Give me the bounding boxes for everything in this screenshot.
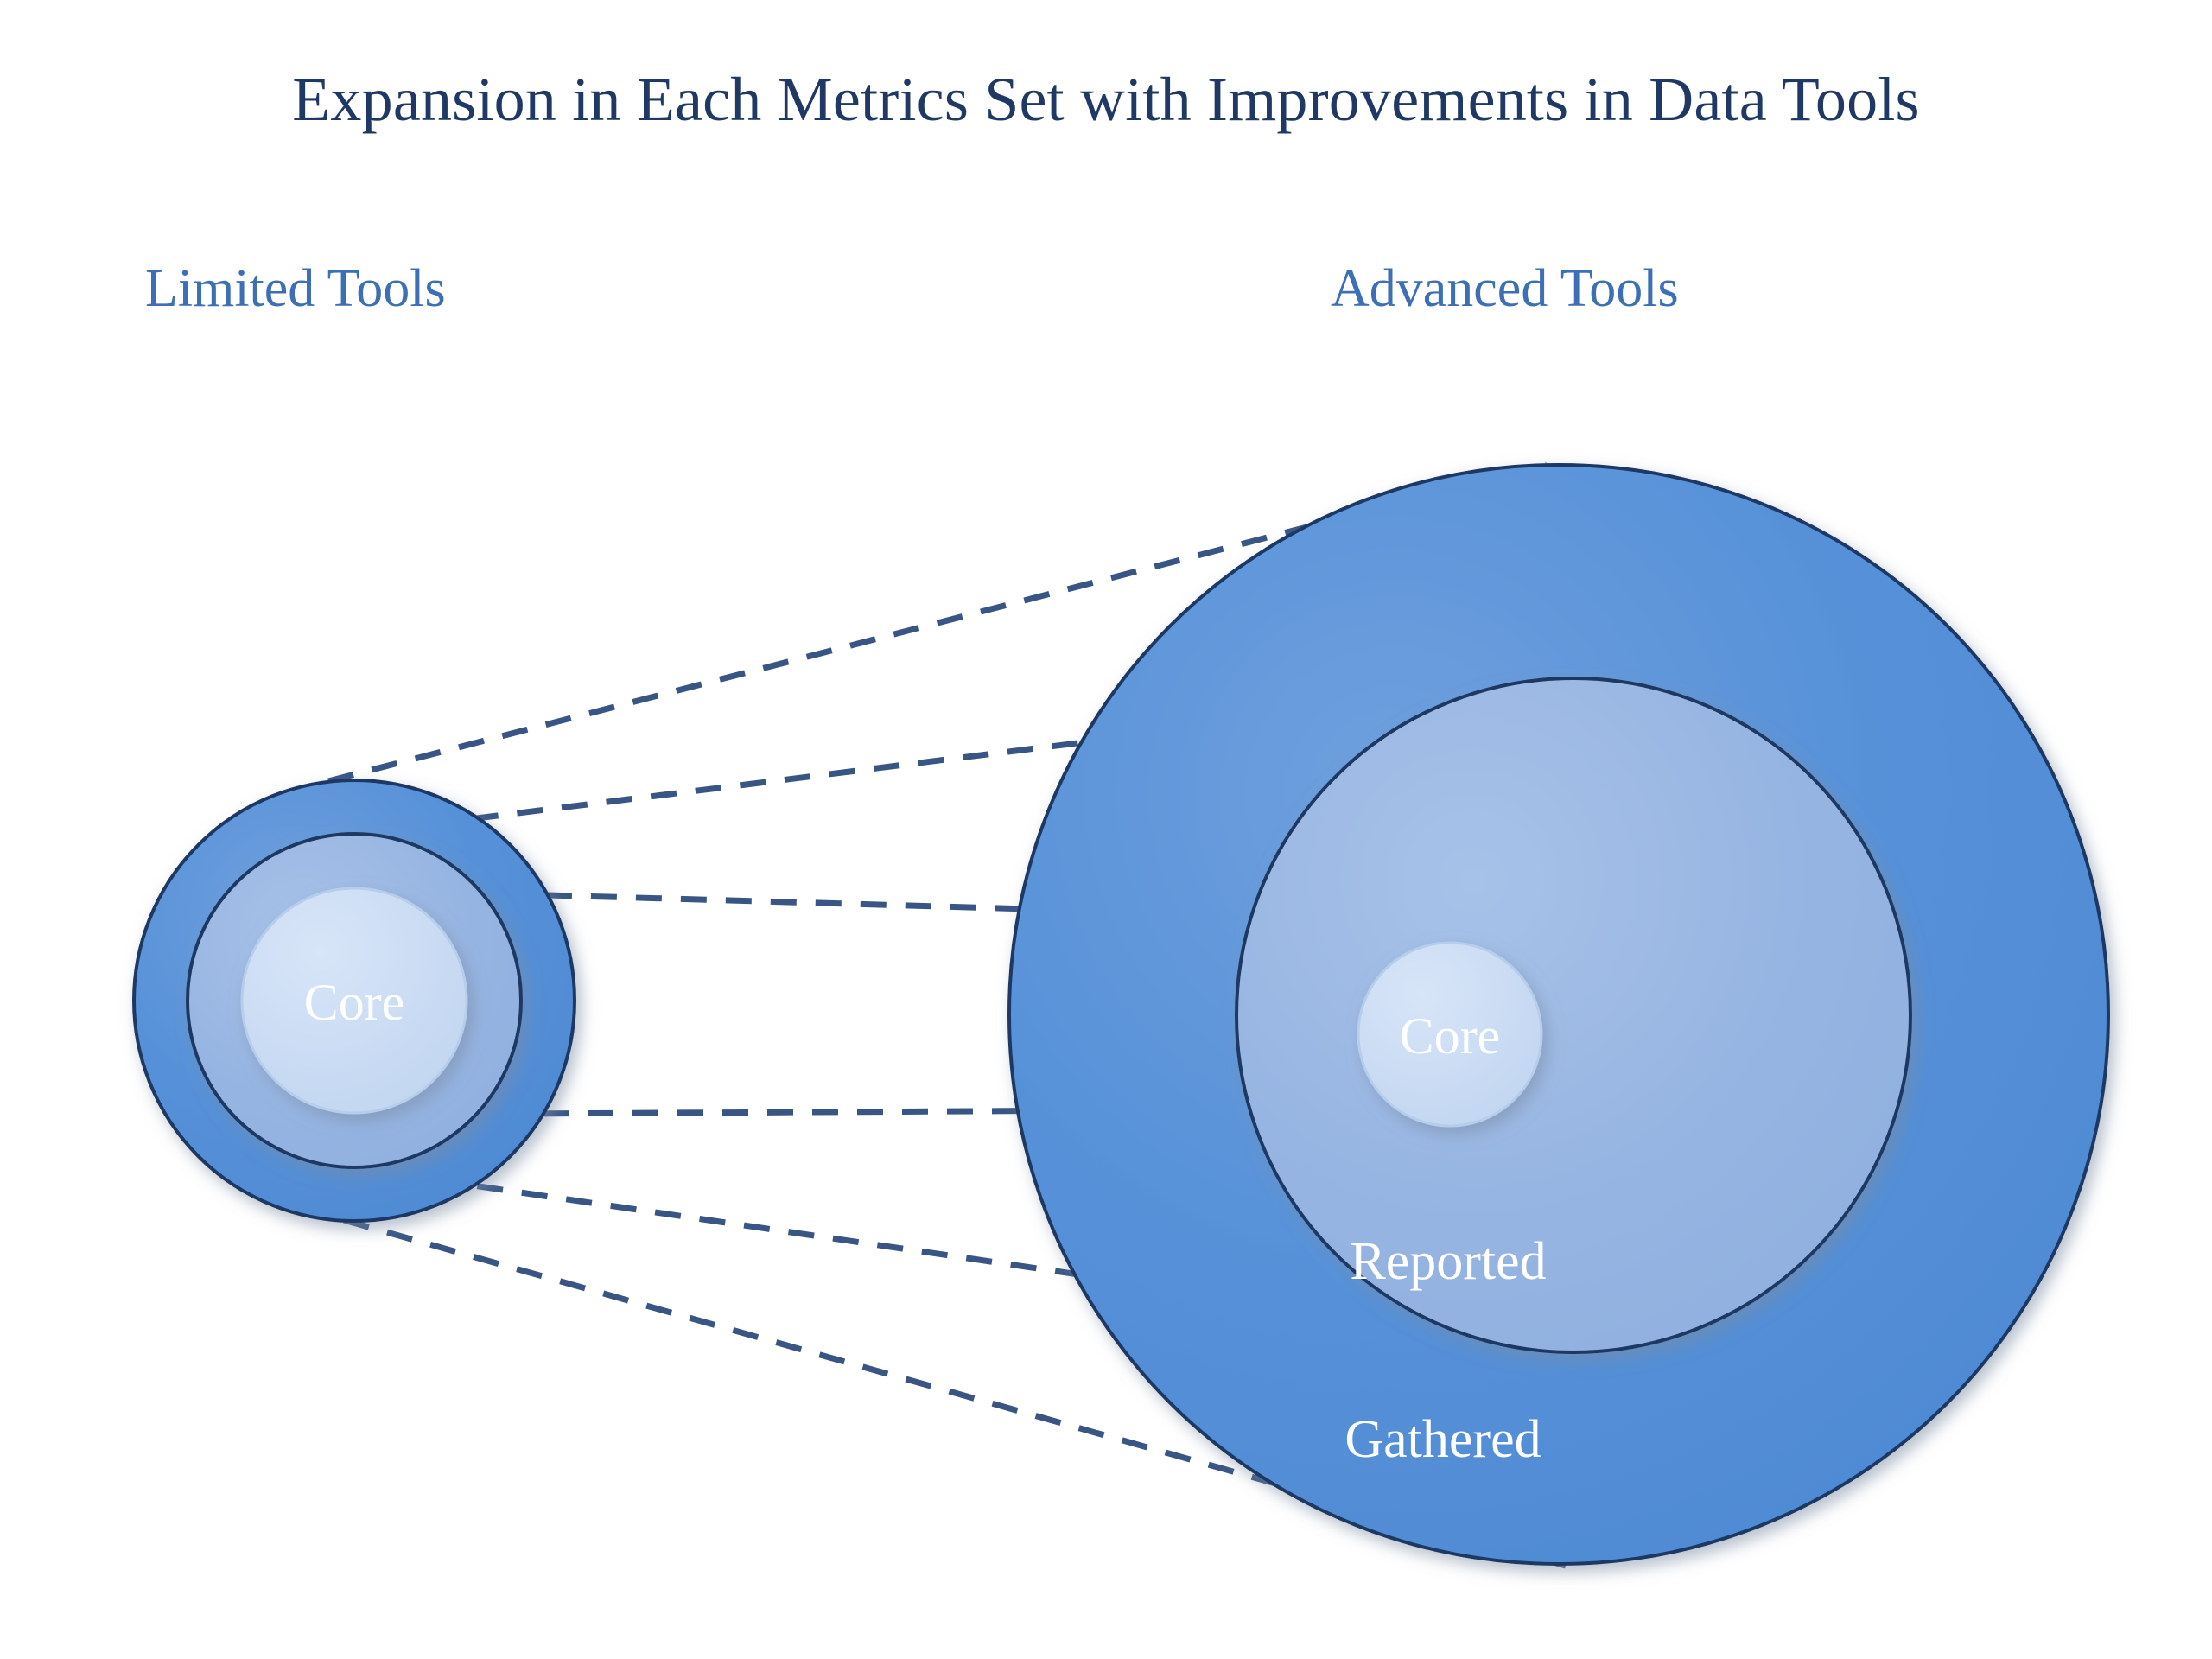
group-limited-tools[interactable]: Core xyxy=(132,779,576,1223)
ring-label-core-advanced: Core xyxy=(1400,1007,1501,1065)
ring-core-limited[interactable] xyxy=(240,887,468,1115)
group-label-limited-tools: Limited Tools xyxy=(145,259,446,318)
group-label-advanced-tools: Advanced Tools xyxy=(1331,259,1679,318)
ring-label-gathered-advanced: Gathered xyxy=(1344,1410,1541,1469)
ring-core-advanced[interactable] xyxy=(1357,941,1543,1128)
page-title: Expansion in Each Metrics Set with Impro… xyxy=(292,65,1920,134)
ring-label-core-limited: Core xyxy=(304,974,405,1031)
ring-label-reported-advanced: Reported xyxy=(1350,1232,1546,1291)
group-advanced-tools[interactable]: Core Reported Gathered xyxy=(1007,463,2110,1566)
ring-reported-advanced[interactable] xyxy=(1235,677,1912,1354)
